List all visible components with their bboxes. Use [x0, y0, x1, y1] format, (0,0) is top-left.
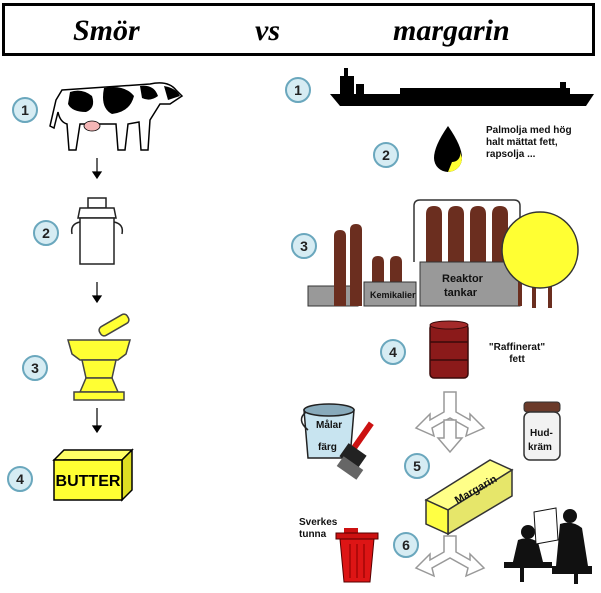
title-margarine: margarin: [393, 14, 510, 47]
people-eating-icon: [504, 507, 592, 584]
barrel-icon: [429, 320, 469, 379]
butter-package-icon: BUTTER: [52, 448, 134, 502]
margarine-package-icon: Margarin: [424, 459, 514, 536]
factory-label-chemicals: Kemikalier: [370, 290, 416, 300]
oil-label-line3: rapsolja ...: [486, 149, 536, 160]
split-arrow-top-icon: [414, 391, 486, 454]
milk-can-icon: [70, 197, 124, 265]
trash-label-line1: Sverkes: [299, 517, 338, 528]
margarine-step-2-badge: 2: [373, 142, 399, 168]
refined-fat-label: "Raffinerat" fett: [482, 342, 552, 366]
factory-label-tanks: tankar: [444, 287, 478, 299]
paint-bucket-icon: Målar färg: [300, 403, 374, 480]
oil-label-line2: halt mättat fett,: [486, 137, 558, 148]
churn-mortar-icon: [67, 313, 131, 401]
butter-flow-arrows: [91, 158, 103, 434]
margarine-step-3-badge: 3: [291, 233, 317, 259]
cow-icon: [49, 82, 184, 151]
oil-drop-icon: [434, 126, 462, 172]
oil-label: Palmolja med hög halt mättat fett, rapso…: [486, 125, 572, 161]
cream-jar-icon: Hud- kräm: [523, 401, 561, 461]
trash-can-icon: [335, 528, 379, 583]
butter-step-2-badge: 2: [33, 220, 59, 246]
cream-label-line2: kräm: [528, 442, 552, 453]
paint-label-line2: färg: [318, 442, 337, 453]
refined-fat-line2: fett: [509, 354, 525, 365]
tanker-ship-icon: [330, 68, 594, 106]
margarine-step-1-badge: 1: [285, 77, 311, 103]
factory-icon: Kemikalier Reaktor tankar: [307, 199, 579, 308]
butter-step-1-badge: 1: [12, 97, 38, 123]
oil-label-line1: Palmolja med hög: [486, 125, 572, 136]
margarine-step-4-badge: 4: [380, 339, 406, 365]
title-vs: vs: [255, 14, 280, 47]
trash-label: Sverkes tunna: [299, 517, 337, 541]
butter-package-text: BUTTER: [56, 473, 121, 490]
margarine-step-5-badge: 5: [404, 453, 430, 479]
factory-label-reactor: Reaktor: [442, 273, 484, 285]
paint-label-line1: Målar: [316, 419, 342, 431]
title-butter: Smör: [73, 14, 140, 47]
margarine-step-6-badge: 6: [393, 532, 419, 558]
split-arrow-icon: [414, 535, 486, 578]
cream-label-line1: Hud-: [530, 428, 553, 439]
butter-step-3-badge: 3: [22, 355, 48, 381]
refined-fat-line1: "Raffinerat": [488, 342, 546, 353]
trash-label-line2: tunna: [299, 529, 327, 540]
title-bar: Smör vs margarin: [2, 3, 595, 56]
butter-step-4-badge: 4: [7, 466, 33, 492]
